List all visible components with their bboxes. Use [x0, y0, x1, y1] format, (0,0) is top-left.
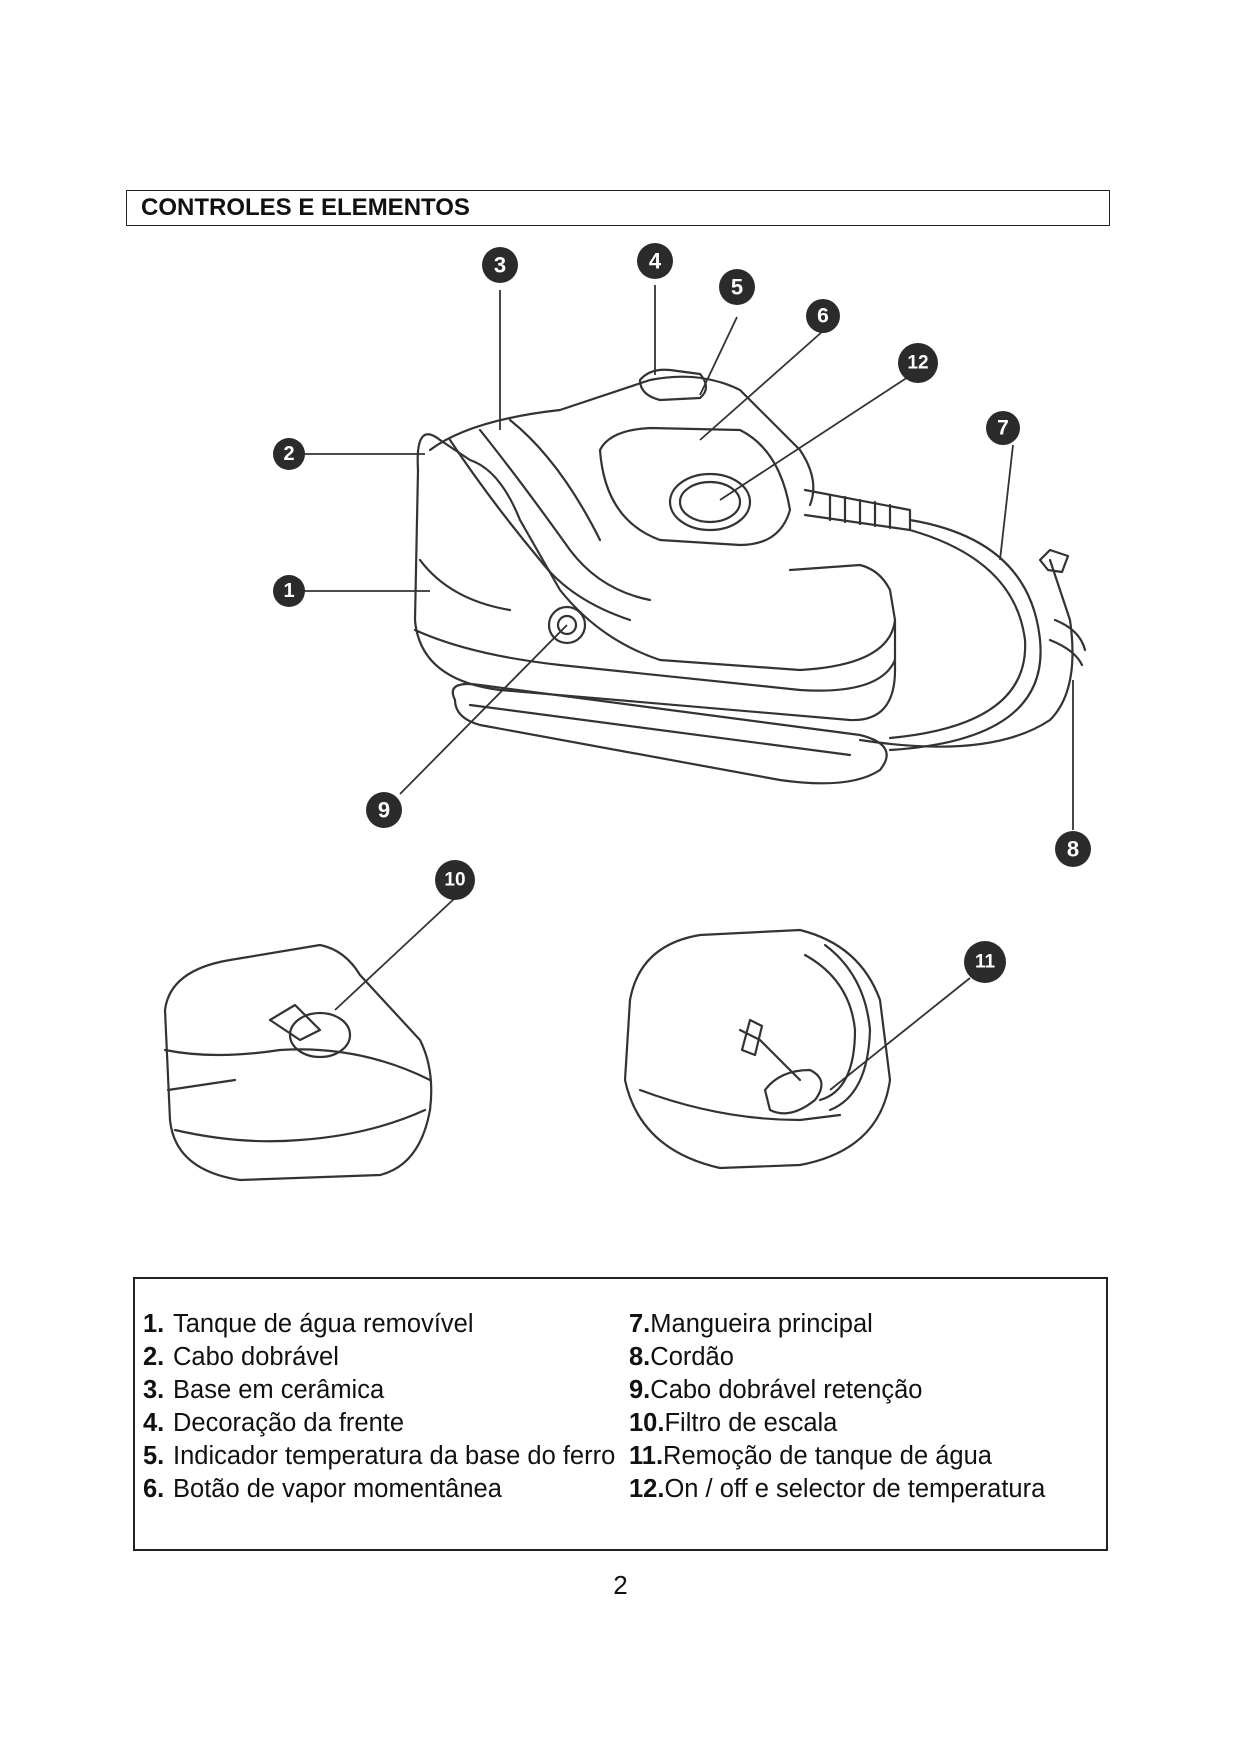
legend-right-column: 7. Mangueira principal 8. Cordão 9. Cabo… — [629, 1309, 1099, 1507]
callout-label-10: 10 — [444, 870, 465, 891]
legend-item-number: 11. — [629, 1442, 664, 1470]
legend-item-text: Cabo dobrável — [173, 1343, 339, 1371]
section-title: CONTROLES E ELEMENTOS — [126, 190, 1110, 226]
legend-left-column: 1. Tanque de água removível 2. Cabo dobr… — [143, 1309, 619, 1507]
callout-labels: 1 2 3 4 5 6 7 8 9 10 11 12 — [283, 249, 1079, 973]
callout-marker-6 — [806, 299, 840, 333]
legend-item-number: 5. — [143, 1442, 165, 1470]
legend-item: 2. Cabo dobrável — [143, 1342, 619, 1373]
callout-marker-10 — [435, 860, 475, 900]
legend-item: 10. Filtro de escala — [629, 1408, 1099, 1439]
callout-marker-11 — [964, 941, 1006, 983]
callout-marker-7 — [986, 411, 1020, 445]
callout-label-7: 7 — [997, 417, 1009, 440]
water-tank-illustration — [163, 943, 433, 1182]
legend-item-text: Tanque de água removível — [173, 1310, 474, 1338]
callout-marker-2 — [273, 438, 305, 470]
legend-item-text: Base em cerâmica — [173, 1376, 385, 1404]
legend-item-number: 3. — [143, 1376, 165, 1404]
callout-marker-9 — [366, 792, 402, 828]
callout-marker-8 — [1055, 831, 1091, 867]
legend-item: 1. Tanque de água removível — [143, 1309, 619, 1340]
page-number: 2 — [613, 1570, 628, 1600]
legend-item: 4. Decoração da frente — [143, 1408, 619, 1439]
tank-removal-illustration — [623, 928, 892, 1170]
callout-label-6: 6 — [817, 305, 829, 328]
steam-station-illustration — [413, 368, 1087, 785]
legend-item-text: Botão de vapor momentânea — [173, 1475, 502, 1503]
legend-item: 11. Remoção de tanque de água — [629, 1441, 1099, 1472]
callout-label-2: 2 — [283, 443, 294, 465]
legend-item-number: 9. — [629, 1376, 651, 1404]
legend-item-text: Filtro de escala — [664, 1409, 838, 1437]
legend-item: 12. On / off e selector de temperatura — [629, 1474, 1099, 1505]
callout-label-9: 9 — [378, 798, 390, 823]
callout-label-11: 11 — [975, 952, 996, 973]
callout-label-8: 8 — [1067, 837, 1079, 862]
callout-marker-4 — [637, 243, 673, 279]
callout-label-12: 12 — [907, 353, 928, 374]
legend-item: 8. Cordão — [629, 1342, 1099, 1373]
legend-item: 5. Indicador temperatura da base do ferr… — [143, 1441, 619, 1472]
callout-label-5: 5 — [731, 275, 743, 300]
legend-item-number: 12. — [629, 1475, 665, 1503]
legend-item-number: 6. — [143, 1475, 165, 1503]
callout-markers — [273, 243, 1091, 983]
leader-lines — [304, 285, 1074, 1091]
legend-item-text: Indicador temperatura da base do ferro — [173, 1442, 616, 1470]
callout-marker-3 — [482, 247, 518, 283]
legend-item-number: 1. — [143, 1310, 165, 1338]
legend-item-number: 4. — [143, 1409, 165, 1437]
callout-label-1: 1 — [283, 580, 294, 602]
legend-item-number: 7. — [629, 1310, 651, 1338]
legend-item: 3. Base em cerâmica — [143, 1375, 619, 1406]
callout-marker-1 — [273, 575, 305, 607]
legend-item-text: Decoração da frente — [173, 1409, 405, 1437]
legend-item-number: 2. — [143, 1343, 165, 1371]
legend-box: 1. Tanque de água removível 2. Cabo dobr… — [133, 1277, 1108, 1551]
legend-item-text: On / off e selector de temperatura — [664, 1475, 1046, 1503]
legend-item-number: 8. — [629, 1343, 651, 1371]
callout-marker-5 — [719, 269, 755, 305]
legend-item: 6. Botão de vapor momentânea — [143, 1474, 619, 1505]
legend-item: 9. Cabo dobrável retenção — [629, 1375, 1099, 1406]
callout-marker-12 — [898, 343, 938, 383]
legend-item: 7. Mangueira principal — [629, 1309, 1099, 1340]
callout-label-4: 4 — [649, 249, 662, 274]
legend-item-text: Cordão — [650, 1343, 734, 1371]
legend-item-number: 10. — [629, 1409, 665, 1437]
legend-item-text: Remoção de tanque de água — [663, 1442, 992, 1470]
legend-item-text: Cabo dobrável retenção — [650, 1376, 923, 1404]
callout-label-3: 3 — [494, 253, 506, 278]
legend-item-text: Mangueira principal — [650, 1310, 873, 1338]
